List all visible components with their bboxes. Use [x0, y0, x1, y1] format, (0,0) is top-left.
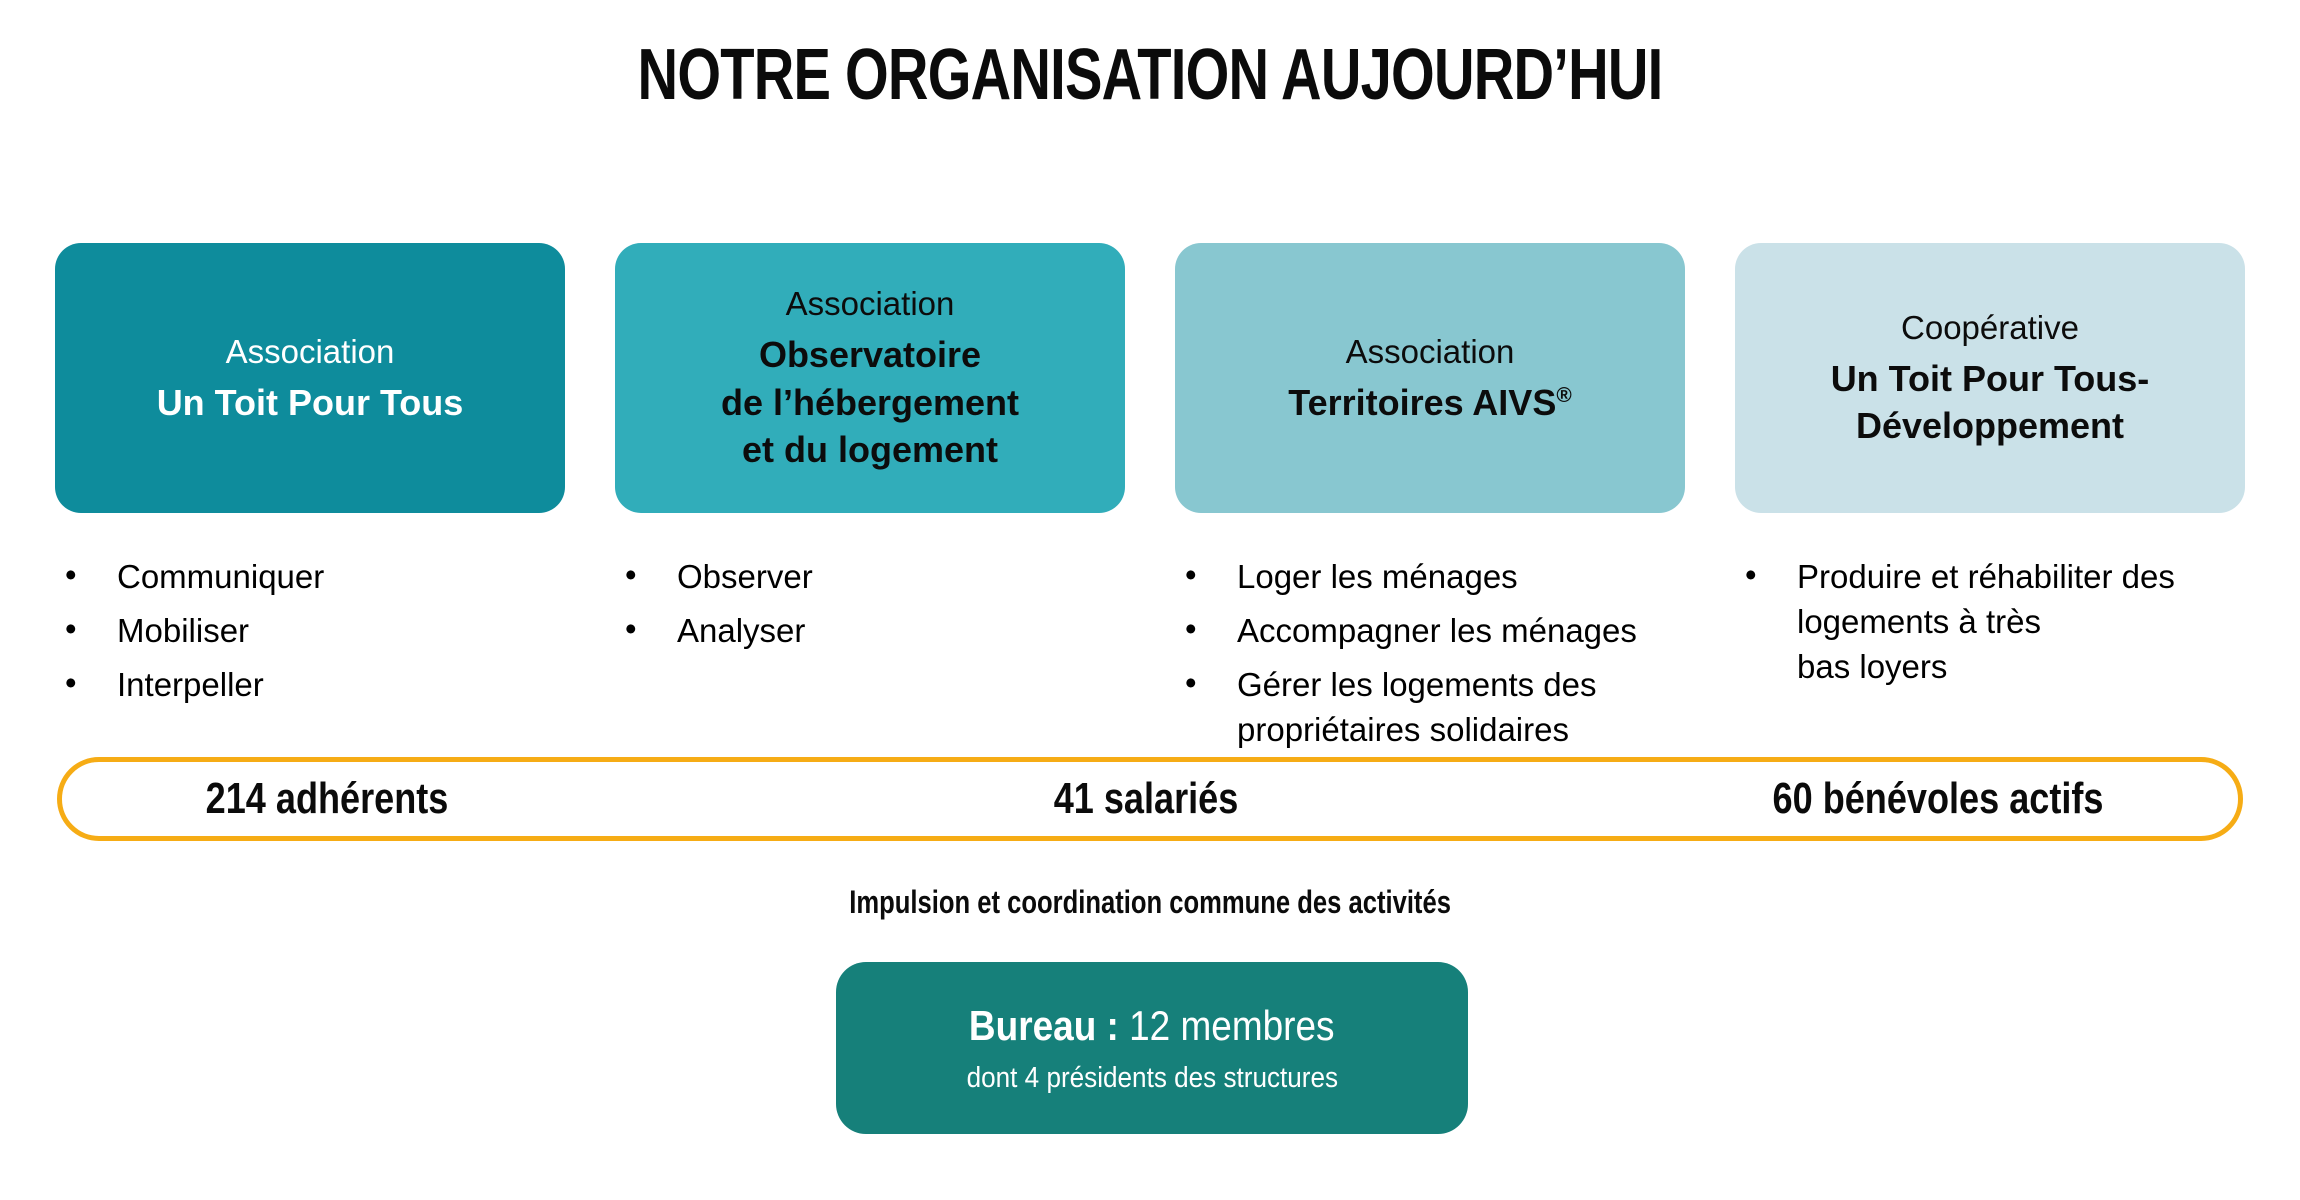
stat-benevoles: 60 bénévoles actifs: [1772, 774, 2104, 823]
card-name: Un Toit Pour Tous: [157, 379, 464, 427]
org-card-uttp-developpement: Coopérative Un Toit Pour Tous- Développe…: [1735, 243, 2245, 513]
bullet-item: • Accompagner les ménages: [1175, 609, 1685, 654]
bullet-text: Communiquer: [117, 558, 325, 595]
card-name: Territoires AIVS®: [1288, 379, 1571, 427]
title-row: NOTRE ORGANISATION AUJOURD’HUI: [0, 34, 2300, 116]
org-card-territoires-aivs: Association Territoires AIVS®: [1175, 243, 1685, 513]
card-name-text: Territoires AIVS: [1288, 381, 1557, 423]
bullet-text: Mobiliser: [117, 611, 250, 649]
bullet-dot: •: [1185, 663, 1197, 701]
card-name-text: Un Toit Pour Tous: [156, 381, 464, 423]
card-name-text: Un Toit Pour Tous- Développement: [1830, 357, 2150, 447]
bureau-title-rest: 12 membres: [1129, 1001, 1335, 1049]
card-name: Observatoire de l’hébergement et du loge…: [721, 331, 1019, 474]
bullet-text: Observer: [677, 558, 813, 595]
bullet-dot: •: [1745, 556, 1757, 593]
card-column-observatoire: Association Observatoire de l’hébergemen…: [615, 243, 1125, 762]
bullet-dot: •: [625, 609, 637, 647]
bullet-item: • Produire et réhabiliter des logements à…: [1735, 555, 2245, 690]
bullet-text: Analyser: [677, 611, 806, 649]
bullet-item: • Loger les ménages: [1175, 555, 1685, 600]
bullet-text: Accompagner les ménages: [1237, 611, 1637, 649]
bureau-subtitle: dont 4 présidents des structures: [966, 1061, 1338, 1094]
bureau-title-bold: Bureau :: [969, 1001, 1120, 1049]
page-title: NOTRE ORGANISATION AUJOURD’HUI: [637, 35, 1664, 115]
card-type-label: Association: [225, 332, 395, 370]
bullet-list: • Produire et réhabiliter des logements à…: [1735, 555, 2245, 690]
card-column-un-toit-pour-tous: Association Un Toit Pour Tous • Communiqu…: [55, 243, 565, 762]
bullet-dot: •: [1185, 556, 1197, 593]
bureau-box: Bureau : 12 membres dont 4 présidents de…: [836, 962, 1468, 1134]
org-card-observatoire: Association Observatoire de l’hébergemen…: [615, 243, 1125, 513]
card-type-label: Association: [785, 285, 955, 323]
bullet-item: • Mobiliser: [55, 609, 565, 654]
bullet-text: Loger les ménages: [1237, 558, 1518, 595]
card-column-uttp-developpement: Coopérative Un Toit Pour Tous- Développe…: [1735, 243, 2245, 762]
card-type-label: Coopérative: [1901, 309, 2079, 347]
bullet-item: • Observer: [615, 555, 1125, 600]
card-column-territoires-aivs: Association Territoires AIVS® • Loger les…: [1175, 243, 1685, 762]
bullet-dot: •: [625, 556, 637, 593]
bullet-text: Gérer les logements des propriétaires so…: [1237, 665, 1597, 748]
stats-pill: 214 adhérents 41 salariés 60 bénévoles a…: [57, 757, 2243, 841]
org-card-un-toit-pour-tous: Association Un Toit Pour Tous: [55, 243, 565, 513]
card-name: Un Toit Pour Tous- Développement: [1831, 355, 2150, 450]
stat-salaries: 41 salariés: [1053, 774, 1238, 823]
bullet-item: • Communiquer: [55, 555, 565, 600]
bullet-list: • Loger les ménages • Accompagner les ména…: [1175, 555, 1685, 753]
bullet-text: Produire et réhabiliter des logements à …: [1797, 558, 2175, 685]
bullet-dot: •: [65, 609, 77, 647]
bullet-item: • Gérer les logements des propriétaires s…: [1175, 663, 1685, 753]
bullet-dot: •: [1185, 609, 1197, 647]
coordination-caption: Impulsion et coordination commune des ac…: [849, 884, 1451, 920]
bullet-dot: •: [65, 663, 77, 701]
bullet-text: Interpeller: [117, 665, 264, 703]
bullet-item: • Interpeller: [55, 663, 565, 708]
cards-row: Association Un Toit Pour Tous • Communiqu…: [55, 243, 2245, 762]
coordination-caption-row: Impulsion et coordination commune des ac…: [0, 884, 2300, 921]
bullet-list: • Communiquer • Mobiliser • Interpeller: [55, 555, 565, 708]
card-type-label: Association: [1345, 332, 1515, 370]
bullet-dot: •: [65, 556, 77, 593]
bureau-title: Bureau : 12 membres: [969, 1002, 1335, 1050]
card-name-text: Observatoire de l’hébergement et du loge…: [720, 334, 1020, 471]
bullet-item: • Analyser: [615, 609, 1125, 654]
stat-adherents: 214 adhérents: [206, 774, 449, 823]
bullet-list: • Observer • Analyser: [615, 555, 1125, 654]
registered-trademark-mark: ®: [1556, 383, 1572, 407]
